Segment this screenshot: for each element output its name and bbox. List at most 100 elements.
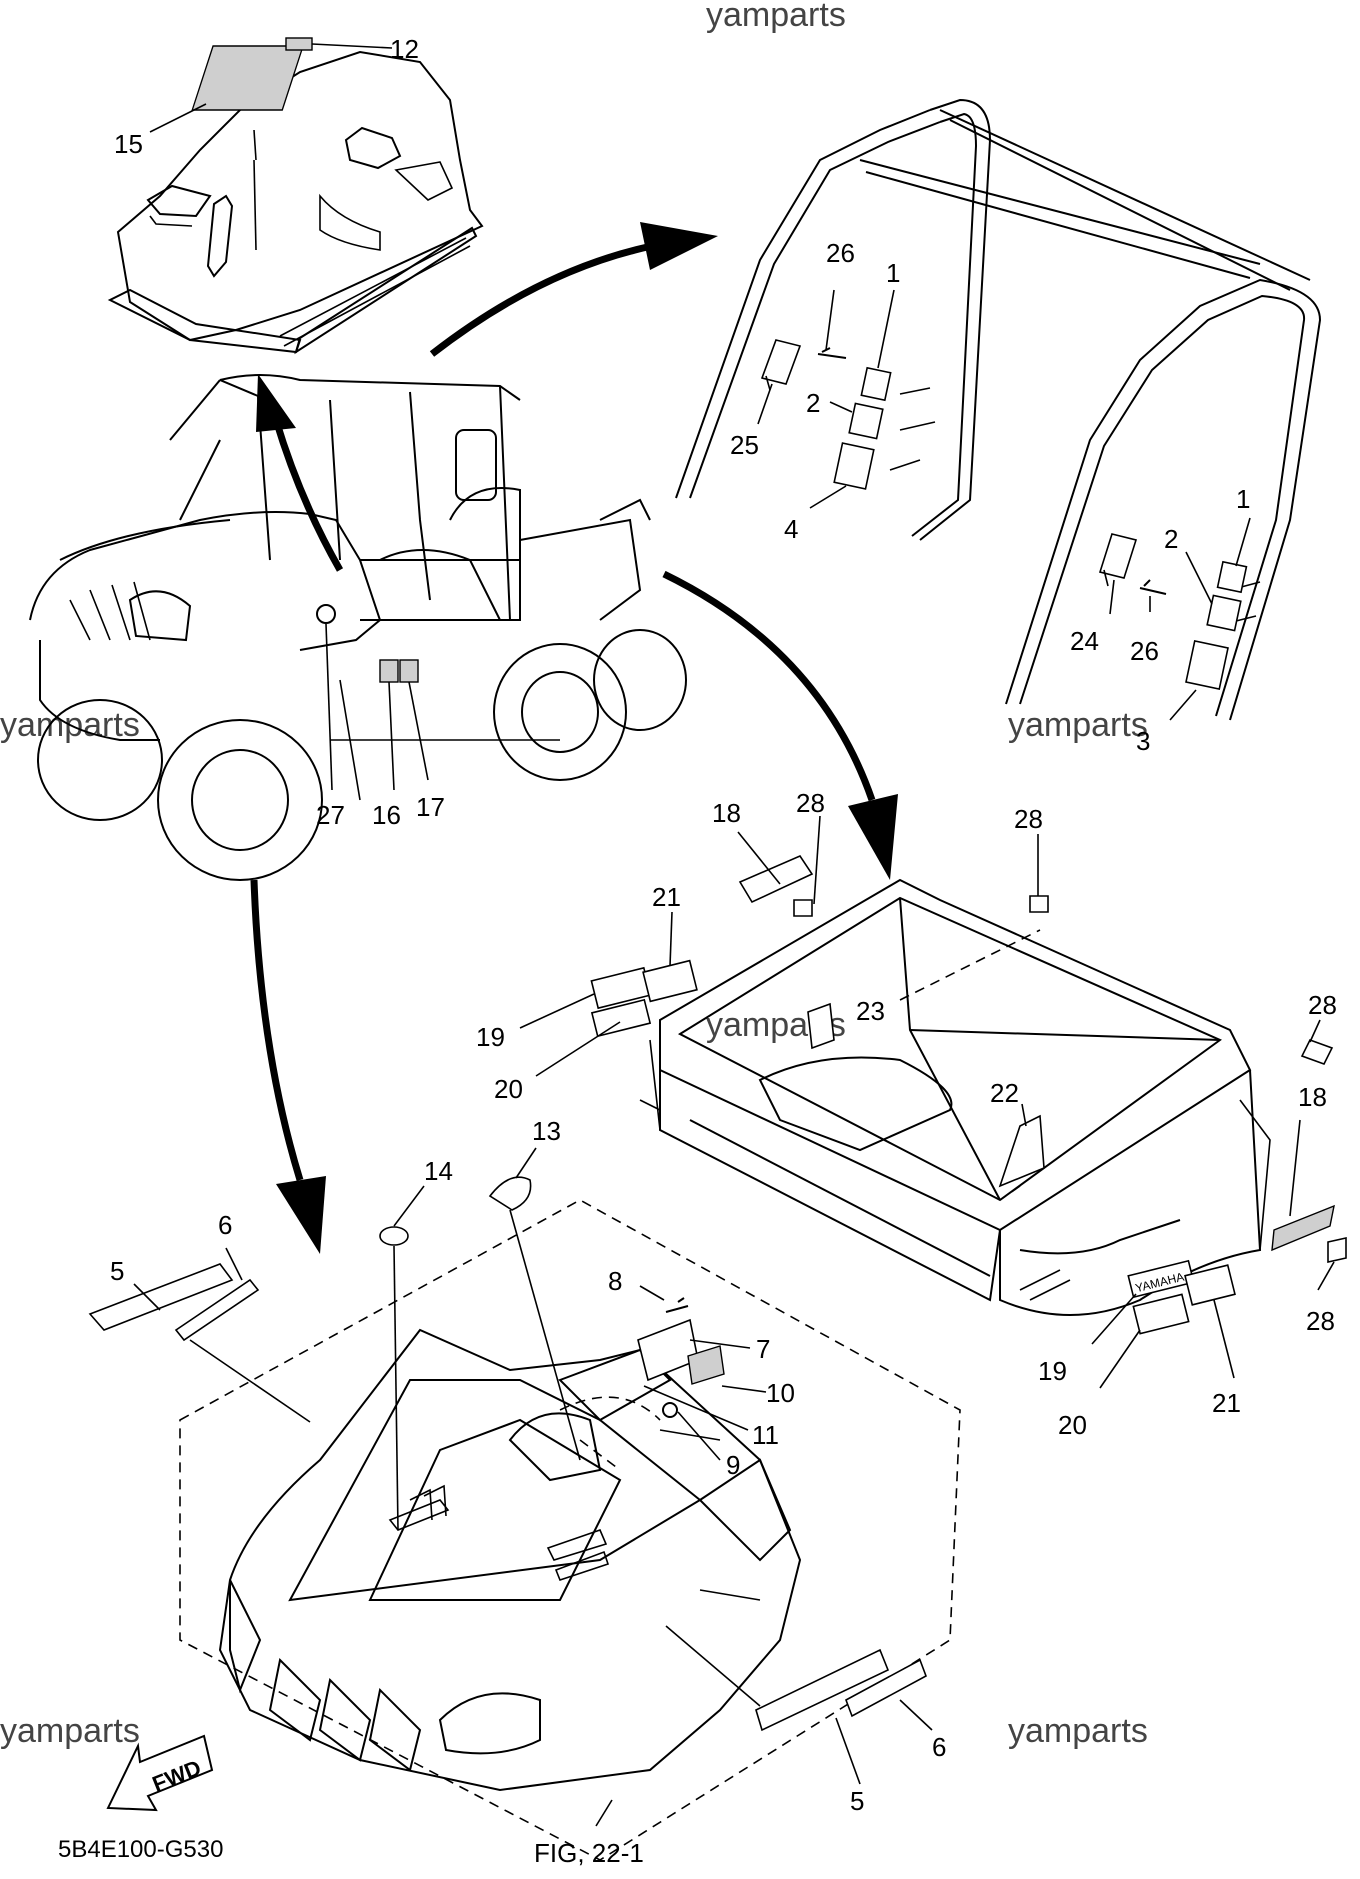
callout-11: 11 <box>752 1420 779 1450</box>
watermark: yamparts <box>706 0 846 34</box>
leader-line <box>825 289 835 351</box>
rivet-8 <box>665 1297 689 1313</box>
watermark: yamparts <box>1008 1712 1148 1750</box>
label-10 <box>687 1345 725 1385</box>
callout-19: 19 <box>1038 1356 1067 1386</box>
leader-line <box>515 1147 537 1179</box>
leader-line <box>835 1717 861 1785</box>
callout-18: 18 <box>1298 1082 1327 1112</box>
leader-line <box>643 1385 749 1431</box>
callout-24: 24 <box>1070 626 1099 656</box>
decal-28-a <box>793 899 813 917</box>
decal-1-right <box>1216 560 1248 594</box>
leader-line <box>689 1339 751 1349</box>
emblem-14 <box>379 1226 409 1246</box>
callout-3: 3 <box>1136 726 1150 756</box>
decal-19-yamaha <box>1127 1259 1195 1299</box>
arrow-to-roll-cage <box>429 242 653 357</box>
callout-22: 22 <box>990 1078 1019 1108</box>
decal-2-left <box>848 402 884 440</box>
emblem-13 <box>488 1176 532 1211</box>
leader-line <box>639 1285 665 1301</box>
leader-line <box>1021 1103 1027 1127</box>
decal-28-b <box>1029 895 1049 913</box>
leader-line <box>519 993 595 1029</box>
screw-26 <box>1139 579 1167 595</box>
leader-line <box>757 383 773 425</box>
decal-21-right <box>1184 1264 1236 1306</box>
callout-9: 9 <box>726 1450 740 1480</box>
callout-21: 21 <box>652 882 681 912</box>
leader-line <box>677 1411 721 1461</box>
decal-28-c <box>1300 1039 1334 1065</box>
callout-2: 2 <box>1164 524 1178 554</box>
callout-1: 1 <box>1236 484 1250 514</box>
leader-line <box>1289 1119 1301 1217</box>
callout-12: 12 <box>390 34 419 64</box>
roll-cage <box>675 98 1322 721</box>
leader-line <box>1091 1293 1137 1345</box>
leader-line <box>665 1625 761 1707</box>
decal-18-right <box>1271 1204 1335 1252</box>
cargo-bed: YAMAHA <box>590 855 1347 1335</box>
decal-1-left <box>860 366 892 402</box>
leader-line <box>133 1283 161 1311</box>
leader-line <box>1317 1261 1335 1291</box>
decal-28-d <box>1327 1237 1347 1263</box>
screw-26 <box>817 347 847 359</box>
leader-line <box>1109 579 1115 615</box>
callout-27: 27 <box>316 800 345 830</box>
leader-line <box>325 623 333 791</box>
callout-10: 10 <box>766 1378 795 1408</box>
leader-line <box>669 911 673 967</box>
decal-20-left <box>590 998 652 1038</box>
leader-line <box>737 831 781 885</box>
leader-line <box>149 103 207 133</box>
callout-20: 20 <box>494 1074 523 1104</box>
callout-21: 21 <box>1212 1388 1241 1418</box>
callout-8: 8 <box>608 1266 622 1296</box>
decal-15 <box>191 45 304 111</box>
leader-line <box>721 1385 767 1393</box>
hood-assembly-boundary <box>179 1199 961 1861</box>
callout-28: 28 <box>1014 804 1043 834</box>
leader-line <box>393 1245 399 1531</box>
arrow-head-icon <box>848 794 898 880</box>
leader-line <box>1213 1299 1235 1379</box>
callout-14: 14 <box>424 1156 453 1186</box>
watermark: yamparts <box>1008 706 1148 744</box>
leader-line <box>393 1185 425 1227</box>
callout-5: 5 <box>110 1256 124 1286</box>
callout-4: 4 <box>784 514 798 544</box>
clamp-24 <box>1098 533 1138 587</box>
callout-28: 28 <box>1308 990 1337 1020</box>
callout-7: 7 <box>756 1334 770 1364</box>
decal-22 <box>998 1114 1045 1188</box>
decal-23 <box>807 1002 835 1050</box>
callout-6: 6 <box>218 1210 232 1240</box>
decal-21-left <box>642 959 698 1003</box>
arrow-to-dash-panel <box>272 418 344 572</box>
callout-15: 15 <box>114 129 143 159</box>
arrow-head-icon <box>276 1176 326 1254</box>
callout-2: 2 <box>806 388 820 418</box>
callout-19: 19 <box>476 1022 505 1052</box>
callout-25: 25 <box>730 430 759 460</box>
decal-6-left <box>174 1278 260 1342</box>
arrow-head-icon <box>256 374 296 432</box>
callout-20: 20 <box>1058 1410 1087 1440</box>
arrow-to-hood <box>250 879 304 1182</box>
leader-line <box>1099 1329 1141 1389</box>
leader-line <box>388 681 395 791</box>
decal-2-right <box>1206 594 1242 632</box>
callout-6: 6 <box>932 1732 946 1762</box>
leader-line <box>1235 517 1251 567</box>
callout-26: 26 <box>826 238 855 268</box>
callout-16: 16 <box>372 800 401 830</box>
leader-line <box>899 1699 933 1731</box>
leader-line <box>595 1799 613 1827</box>
leader-line <box>1169 689 1197 721</box>
leader-line <box>509 1209 581 1461</box>
figure-reference: FIG, 22-1 <box>534 1838 644 1868</box>
